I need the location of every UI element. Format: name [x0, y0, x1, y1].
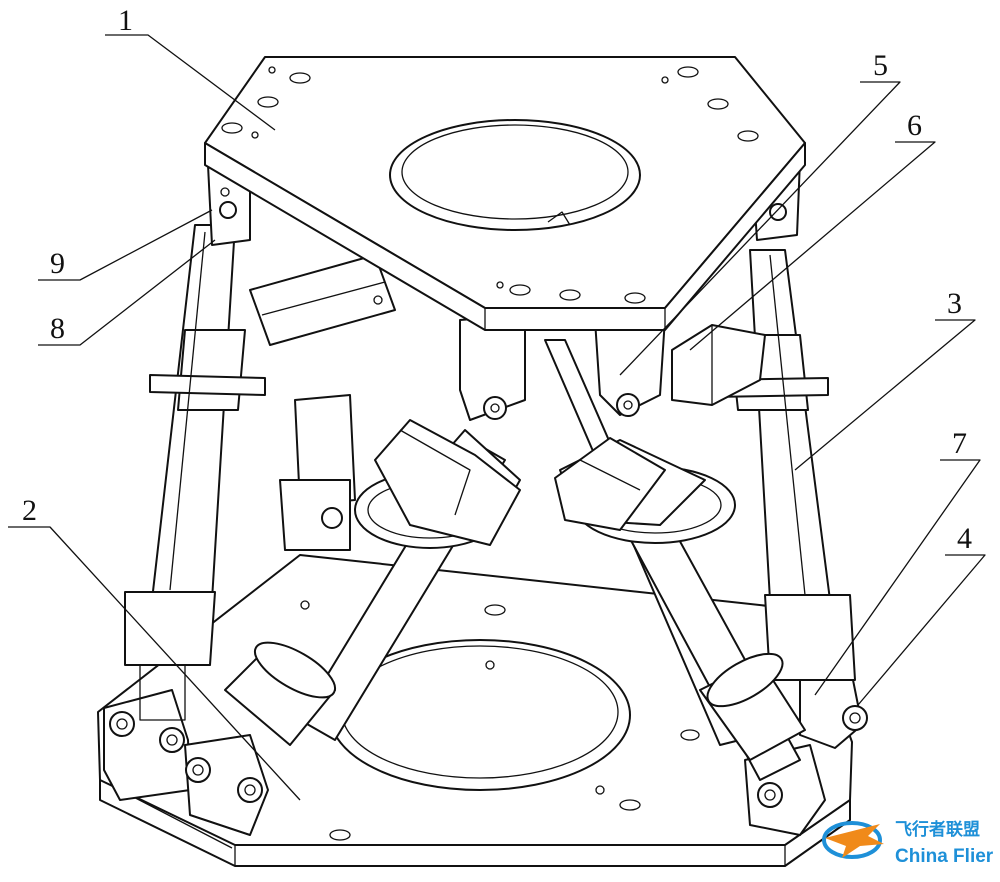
callout-label: 2	[22, 494, 37, 527]
watermark-logo-icon	[822, 821, 884, 859]
callout-9: 9	[38, 209, 213, 281]
callout-label: 6	[907, 109, 922, 142]
callout-label: 4	[957, 522, 972, 555]
callout-label: 1	[118, 4, 133, 37]
base-joint-left	[103, 664, 191, 801]
motor-front-left	[374, 419, 521, 546]
callout-2: 2	[8, 494, 301, 801]
callout-label: 3	[947, 287, 962, 320]
callout-5: 5	[619, 49, 901, 376]
callout-7: 7	[814, 427, 981, 696]
motor-front-right	[554, 437, 666, 531]
callout-4: 4	[857, 522, 986, 706]
callout-label: 8	[50, 312, 65, 345]
upper-joint-front-left	[459, 314, 526, 421]
watermark: 飞行者联盟 China Flier	[822, 819, 994, 867]
callout-3: 3	[794, 287, 976, 471]
base-joint-front	[184, 734, 269, 836]
strut-back-left	[124, 224, 266, 666]
strut-back-right	[709, 249, 856, 681]
callout-label: 9	[50, 247, 65, 280]
callout-6: 6	[689, 109, 936, 351]
motor-left	[249, 254, 396, 346]
callout-label: 5	[873, 49, 888, 82]
top-plate	[204, 56, 806, 331]
callout-8: 8	[38, 239, 216, 346]
callout-1: 1	[105, 4, 276, 131]
watermark-text-en: China Flier	[895, 846, 994, 867]
upper-joint-front-right	[594, 317, 666, 417]
base-screw-holes	[300, 600, 700, 841]
watermark-text-cn: 飞行者联盟	[895, 819, 980, 840]
top-screw-holes	[221, 66, 759, 304]
callout-label: 7	[952, 427, 967, 460]
base-plate	[97, 554, 853, 867]
